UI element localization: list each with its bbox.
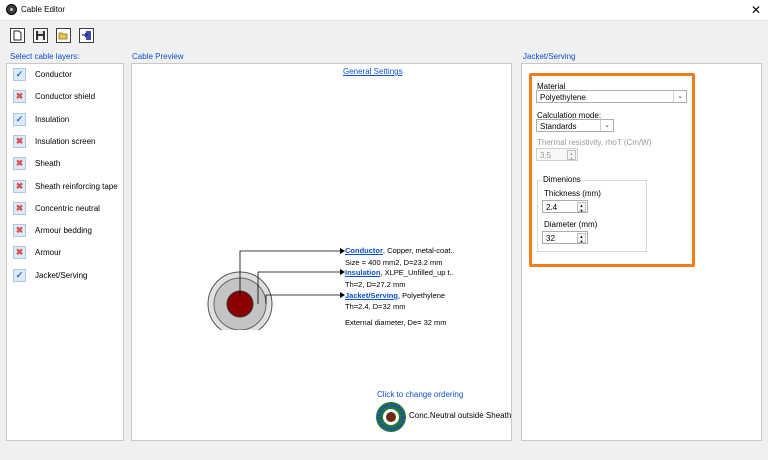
jacket-leader [265, 294, 344, 304]
layers-panel-title: Select cable layers: [10, 52, 80, 61]
layer-label: Conductor [35, 70, 72, 79]
external-diameter: External diameter, De= 32 mm [345, 318, 447, 327]
conductor-annotation: Conductor, Copper, metal-coat.. [345, 246, 455, 255]
open-folder-icon [58, 32, 68, 40]
conductor-leader [239, 250, 344, 296]
general-settings-link[interactable]: General Settings [343, 67, 403, 76]
spinner-icon[interactable]: ▲▼ [577, 202, 586, 213]
checkbox-unchecked-icon[interactable]: ✖ [13, 179, 26, 193]
new-file-button[interactable] [10, 28, 25, 43]
layer-label: Insulation [35, 114, 70, 124]
checkbox-unchecked-icon[interactable]: ✖ [13, 90, 26, 104]
jacket-annotation: Jacket/Serving, Polyethylene [345, 291, 446, 300]
spinner-icon[interactable]: ▲▼ [577, 233, 586, 244]
layer-item[interactable]: ✖ Armour bedding [13, 223, 113, 239]
material-dropdown[interactable]: Polyethylene ⌄ [536, 90, 687, 103]
preview-panel-title: Cable Preview [132, 52, 184, 61]
layer-item[interactable]: ✖ Sheath reinforcing tape [13, 179, 118, 195]
cable-preview-panel [131, 63, 512, 441]
thickness-label: Thickness (mm) [544, 189, 601, 198]
calc-mode-dropdown[interactable]: Standards ⌄ [536, 119, 614, 132]
open-button[interactable] [56, 28, 71, 43]
insulation-annotation: Insulation, XLPE_Unfilled_up t.. [345, 268, 454, 277]
dimensions-group-title: Dimenions [542, 175, 582, 184]
diameter-label: Diameter (mm) [544, 220, 598, 229]
chevron-down-icon: ⌄ [673, 91, 686, 102]
layer-label: Concentric neutral [35, 203, 100, 213]
insulation-leader [257, 271, 344, 304]
exit-icon [82, 31, 91, 40]
layer-label: Armour [35, 248, 62, 258]
dimensions-group [537, 180, 647, 252]
layer-label: Insulation screen [35, 136, 96, 146]
change-ordering-link[interactable]: Click to change ordering [377, 390, 464, 399]
insulation-detail: Th=2, D=27.2 mm [345, 280, 406, 289]
chevron-down-icon: ⌄ [600, 120, 613, 131]
layer-item[interactable]: ✓ Jacket/Serving [13, 268, 113, 284]
material-label: Material [537, 82, 566, 91]
conductor-detail: Size = 400 mm2, D=23.2 mm [345, 258, 443, 267]
layer-label: Armour bedding [35, 226, 92, 236]
layer-label: Sheath reinforcing tape [35, 181, 118, 191]
concentric-neutral-icon[interactable] [375, 401, 407, 433]
cable-cross-section [207, 248, 345, 330]
layer-item[interactable]: ✓ Insulation [13, 112, 113, 128]
checkbox-unchecked-icon[interactable]: ✖ [13, 224, 26, 238]
ordering-label: Conc.Neutral outside Sheath [409, 411, 512, 420]
highlight-box [529, 73, 695, 267]
layer-item[interactable]: ✓ Conductor [13, 67, 113, 83]
conductor-link[interactable]: Conductor [345, 246, 383, 255]
layer-label: Sheath [35, 159, 61, 169]
thickness-input[interactable]: 2.4 ▲▼ [542, 200, 588, 213]
jacket-link[interactable]: Jacket/Serving [345, 291, 398, 300]
layer-item[interactable]: ✖ Armour [13, 245, 113, 261]
close-button[interactable]: ✕ [750, 3, 762, 17]
diameter-input[interactable]: 32 ▲▼ [542, 231, 588, 244]
spinner-icon[interactable]: ▲▼ [567, 150, 576, 161]
app-icon [6, 4, 17, 15]
checkbox-unchecked-icon[interactable]: ✖ [13, 134, 26, 148]
calc-mode-label: Calculation mode: [537, 111, 602, 120]
layer-item[interactable]: ✖ Conductor shield [13, 89, 113, 105]
window-title: Cable Editor [21, 5, 66, 14]
checkbox-unchecked-icon[interactable]: ✖ [13, 157, 26, 171]
save-button[interactable] [33, 28, 48, 43]
checkbox-checked-icon[interactable]: ✓ [13, 268, 26, 282]
layer-label: Conductor shield [35, 92, 96, 102]
title-bar: Cable Editor ✕ [0, 0, 768, 21]
thermal-input[interactable]: 3.5 ▲▼ [536, 148, 578, 161]
layer-item[interactable]: ✖ Concentric neutral [13, 201, 113, 217]
jacket-detail: Th=2.4, D=32 mm [345, 302, 406, 311]
checkbox-unchecked-icon[interactable]: ✖ [13, 201, 26, 215]
thermal-label: Thermal resistivity, rhoT (Cm/W) [537, 138, 652, 147]
checkbox-checked-icon[interactable]: ✓ [13, 112, 26, 126]
properties-panel-title: Jacket/Serving [523, 52, 576, 61]
layer-label: Jacket/Serving [35, 270, 88, 280]
insulation-link[interactable]: Insulation [345, 268, 381, 277]
layer-item[interactable]: ✖ Insulation screen [13, 134, 113, 150]
exit-button[interactable] [79, 28, 94, 43]
checkbox-unchecked-icon[interactable]: ✖ [13, 246, 26, 260]
checkbox-checked-icon[interactable]: ✓ [13, 68, 26, 81]
layer-item[interactable]: ✖ Sheath [13, 156, 113, 172]
save-icon [36, 31, 45, 40]
new-icon [13, 30, 22, 41]
